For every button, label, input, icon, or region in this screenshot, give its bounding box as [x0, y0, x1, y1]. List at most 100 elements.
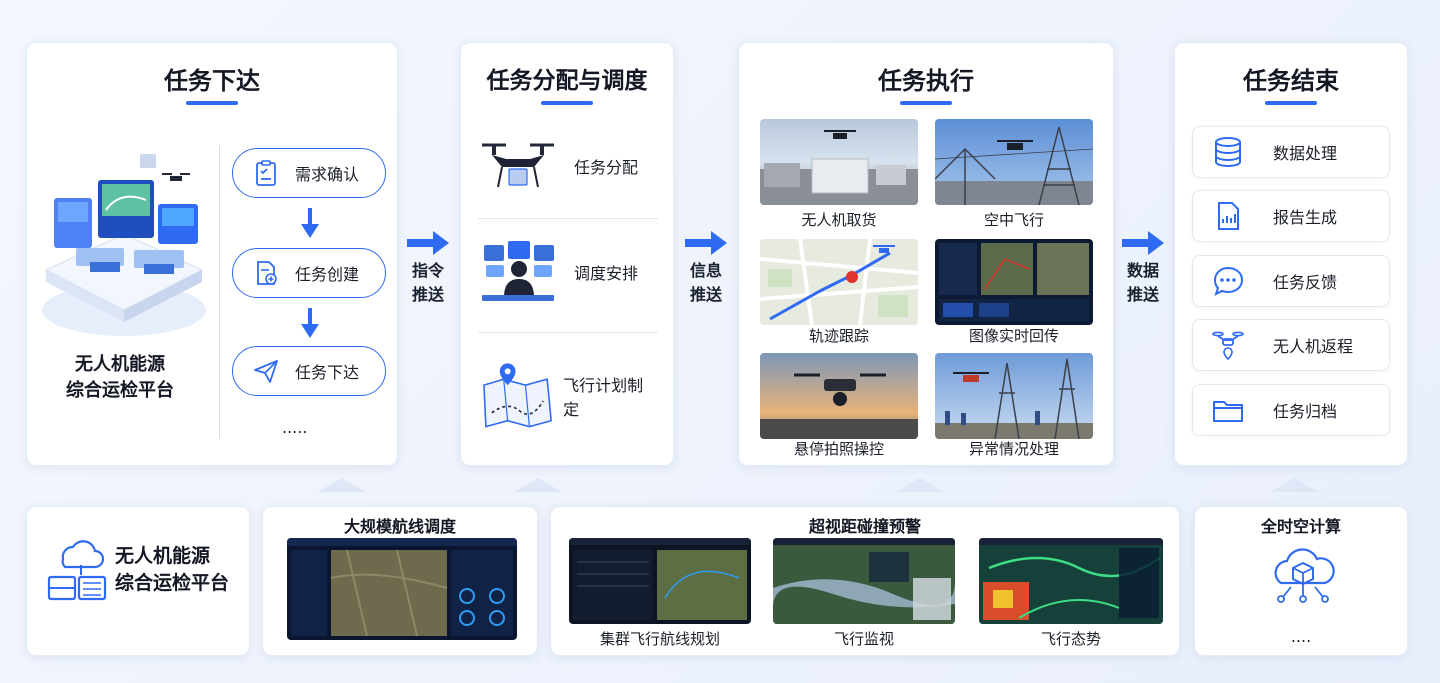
photo-in-flight[interactable] [935, 119, 1093, 205]
step-label: 需求确认 [295, 165, 360, 184]
photo-drone-pickup[interactable] [760, 119, 918, 205]
drone-icon [953, 372, 989, 382]
right-arrow-icon [407, 231, 449, 255]
screen-caption: 集群飞行航线规划 [599, 630, 720, 648]
platform-label: 无人机能源 综合运检平台 [66, 354, 174, 401]
collision-warning-title: 超视距碰撞预警 [808, 517, 921, 536]
allocation-item-flight-plan[interactable]: 飞行计划制定 [478, 352, 658, 440]
photo-caption: 无人机取货 [801, 211, 877, 229]
end-label: 无人机返程 [1273, 337, 1354, 356]
end-label: 任务反馈 [1273, 273, 1338, 292]
drone-return-icon [1212, 331, 1244, 361]
stage-title: 任务结束 [1243, 67, 1339, 95]
paper-plane-icon [254, 360, 278, 383]
bottom-platform-card: 无人机能源 综合运检平台 [26, 506, 250, 656]
allocation-label: 调度安排 [574, 264, 639, 283]
cloud-cube-icon [1274, 548, 1335, 603]
step-label: 任务下达 [295, 363, 360, 382]
flight-situation-screen[interactable] [979, 538, 1163, 624]
connector-triangle [896, 478, 944, 492]
end-item-report[interactable]: 报告生成 [1192, 190, 1390, 242]
photo-caption: 异常情况处理 [968, 440, 1059, 458]
screen-caption: 飞行监视 [833, 630, 894, 648]
allocation-item-schedule[interactable]: 调度安排 [478, 228, 658, 316]
drone-icon [997, 140, 1033, 150]
allocation-label: 飞行计划制定 [563, 376, 644, 419]
flow-arrow-data-push: 数据 推送 [1115, 231, 1171, 307]
photo-hover-capture[interactable] [760, 353, 918, 439]
allocation-item-task-assign[interactable]: 任务分配 [478, 122, 658, 210]
end-item-drone-return[interactable]: 无人机返程 [1192, 319, 1390, 371]
stage-title: 任务下达 [164, 67, 260, 95]
spacetime-compute-title: 全时空计算 [1260, 517, 1341, 536]
situation-map [979, 538, 1163, 624]
database-icon [1215, 137, 1241, 168]
title-underline [541, 101, 593, 105]
cloud-server-icon [47, 540, 107, 601]
connector-triangle [318, 478, 366, 492]
delivery-drone-icon [482, 143, 554, 188]
title-underline [1265, 101, 1317, 105]
chat-bubble-icon [1213, 266, 1244, 296]
down-arrow-icon [301, 208, 319, 238]
end-label: 数据处理 [1273, 144, 1338, 163]
right-arrow-icon [1122, 231, 1164, 255]
allocation-label: 任务分配 [574, 158, 639, 177]
map-pin-route-icon [483, 363, 552, 428]
more-ellipsis: .... [1290, 627, 1312, 646]
step-task-issue[interactable]: 任务下达 [232, 346, 386, 396]
step-label: 任务创建 [295, 265, 360, 284]
photo-caption: 悬停拍照操控 [793, 440, 884, 458]
hover-scene [760, 373, 918, 439]
end-label: 报告生成 [1273, 208, 1338, 227]
title-underline [186, 101, 238, 105]
clipboard-check-icon [256, 160, 276, 186]
photo-track-map[interactable] [760, 239, 918, 325]
flow-arrow-command-push: 指令 推送 [400, 231, 456, 307]
stage-title: 任务执行 [878, 67, 974, 95]
photo-caption: 图像实时回传 [968, 327, 1059, 345]
report-chart-icon [1218, 202, 1239, 230]
map-scene [760, 239, 918, 325]
down-arrow-icon [301, 308, 319, 338]
stage-title: 任务分配与调度 [486, 68, 648, 94]
folder-icon [1213, 401, 1243, 422]
flow-arrow-info-push: 信息 推送 [678, 231, 734, 307]
photo-realtime-feed[interactable] [935, 239, 1093, 325]
drone-icon [873, 245, 895, 253]
planning-dashboard [569, 538, 751, 620]
separator [478, 332, 658, 333]
drone-icon [794, 373, 886, 406]
document-add-icon [257, 261, 277, 285]
spacetime-compute-card: 全时空计算 .... [1194, 506, 1408, 656]
screen-caption: 飞行态势 [1040, 630, 1101, 648]
end-label: 任务归档 [1273, 402, 1338, 421]
photo-caption: 轨迹跟踪 [808, 327, 869, 345]
more-steps-ellipsis: ..... [282, 418, 308, 437]
photo-anomaly-handling[interactable] [935, 353, 1093, 439]
step-task-create[interactable]: 任务创建 [232, 248, 386, 298]
photo-caption: 空中飞行 [983, 211, 1044, 229]
drone-icon [824, 130, 856, 139]
right-arrow-icon [685, 231, 727, 255]
control-center-illustration [42, 154, 206, 336]
small-drone-icon [162, 173, 190, 181]
end-item-archive[interactable]: 任务归档 [1192, 384, 1390, 436]
title-underline [900, 101, 952, 105]
stage1-divider [219, 146, 220, 438]
dispatcher-monitors-icon [482, 241, 554, 301]
route-dashboard [287, 538, 517, 637]
route-scheduling-title: 大规模航线调度 [343, 517, 456, 536]
end-item-data-processing[interactable]: 数据处理 [1192, 126, 1390, 178]
step-requirement-confirm[interactable]: 需求确认 [232, 148, 386, 198]
connector-triangle [514, 478, 562, 492]
end-item-feedback[interactable]: 任务反馈 [1192, 255, 1390, 307]
pickup-scene [760, 130, 918, 205]
flight-monitor-screen[interactable] [773, 538, 955, 624]
anomaly-scene [935, 358, 1093, 439]
bottom-platform-label: 无人机能源 综合运检平台 [115, 545, 230, 594]
cluster-route-planning-screen[interactable] [569, 538, 751, 624]
route-scheduling-screen[interactable] [287, 538, 517, 640]
flight-scene [935, 126, 1093, 205]
separator [478, 218, 658, 219]
